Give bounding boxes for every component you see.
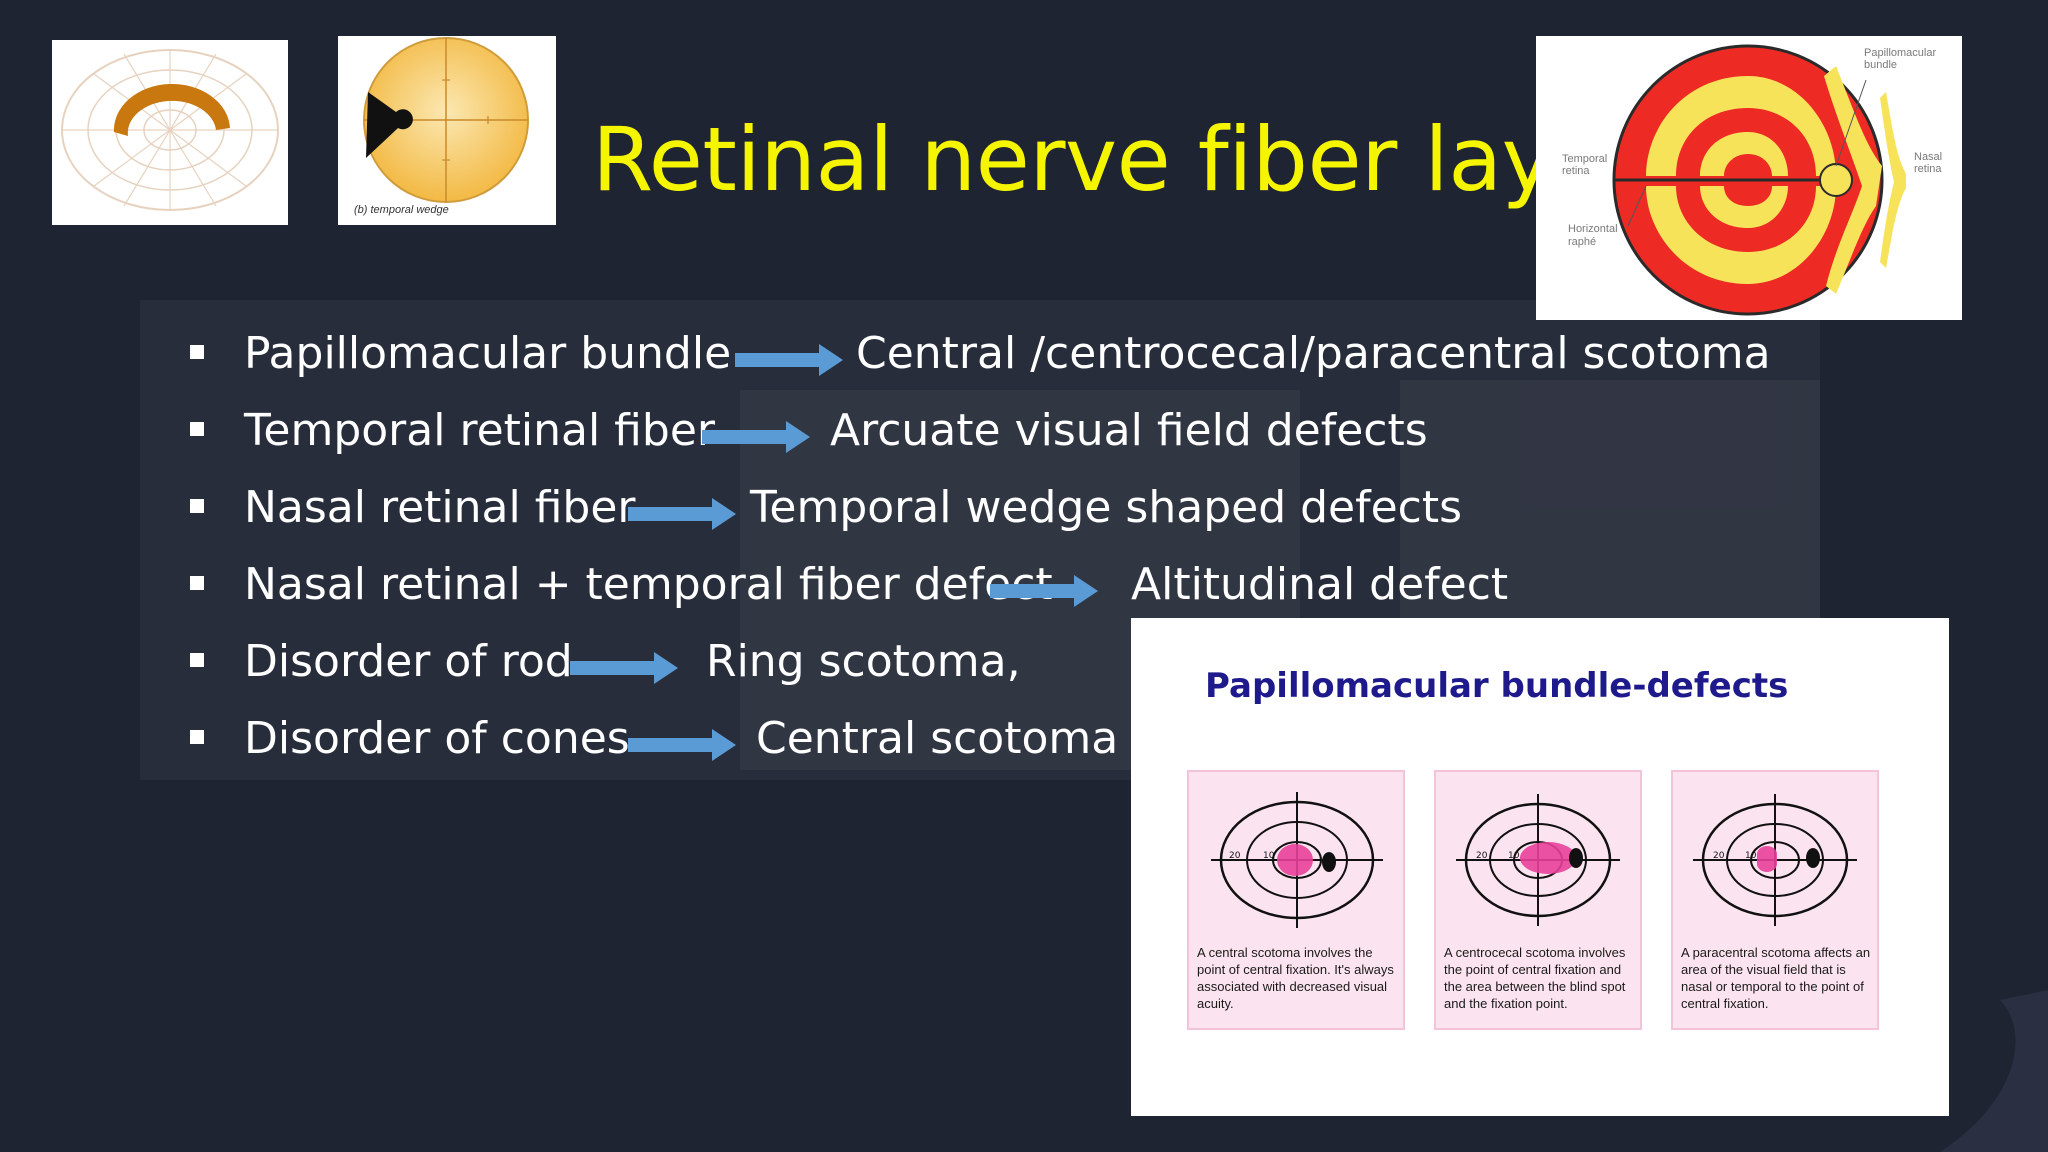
bullet-marker — [190, 576, 204, 590]
bullet-left-text: Disorder of cones — [244, 713, 630, 764]
bullet-left-text: Temporal retinal fiber — [244, 405, 715, 456]
bullet-left-text: Nasal retinal fiber — [244, 482, 636, 533]
papillomacular-label-2: bundle — [1864, 59, 1897, 71]
bullet-marker — [190, 422, 204, 436]
visual-field-chart: 20 10 — [1456, 794, 1620, 926]
scale-label: 20 — [1229, 851, 1241, 861]
bullet-right-text: Altitudinal defect — [1131, 559, 1509, 610]
bullet-marker — [190, 345, 204, 359]
scale-label: 10 — [1745, 851, 1757, 861]
arrow-icon — [628, 729, 736, 761]
bullet-right-text: Arcuate visual field defects — [830, 405, 1428, 456]
papillomacular-label-1: Papillomacular — [1864, 47, 1936, 59]
centrocecal-scotoma-card: 20 10 A centrocecal scotoma involves the… — [1434, 770, 1642, 1030]
central-scotoma-card: 20 10 A central scotoma involves the poi… — [1187, 770, 1405, 1030]
arrow-icon — [570, 652, 678, 684]
decorative-swoosh — [1940, 990, 2048, 1152]
nasal-retina-label-2: retina — [1914, 163, 1942, 175]
temporal-retina-label-1: Temporal — [1562, 153, 1607, 165]
bullet-right-text: Central scotoma — [756, 713, 1119, 764]
visual-field-chart: 20 10 — [1211, 792, 1383, 928]
retina-fiber-diagram: Papillomacular bundle Temporal retina Na… — [1536, 36, 1962, 320]
arrow-icon — [735, 344, 843, 376]
card-caption: A paracentral scotoma affects an area of… — [1681, 945, 1871, 1011]
bullet-right-text: Ring scotoma, — [706, 636, 1021, 687]
paracentral-scotoma-card: 20 10 A paracentral scotoma affects an a… — [1671, 770, 1879, 1030]
arcuate-defect-thumbnail — [52, 40, 288, 225]
temporal-wedge-caption: (b) temporal wedge — [354, 204, 449, 216]
bullet-marker — [190, 653, 204, 667]
nasal-retina-label-1: Nasal — [1914, 151, 1942, 163]
slide-title: Retinal nerve fiber layer — [592, 108, 1643, 211]
arrow-icon — [628, 498, 736, 530]
visual-field-chart: 20 10 — [1693, 794, 1857, 926]
scale-label: 10 — [1263, 851, 1275, 861]
bullet-right-text: Temporal wedge shaped defects — [750, 482, 1463, 533]
scale-label: 20 — [1713, 851, 1725, 861]
arrow-icon — [702, 421, 810, 453]
bullet-left-text: Nasal retinal + temporal fiber defect — [244, 559, 1053, 610]
card-caption: A central scotoma involves the point of … — [1197, 945, 1394, 1011]
horizontal-raphe-label-2: raphé — [1568, 236, 1596, 248]
horizontal-raphe-label-1: Horizontal — [1568, 223, 1618, 235]
temporal-wedge-thumbnail: (b) temporal wedge — [338, 36, 556, 225]
arrow-icon — [990, 575, 1098, 607]
card-caption: A centrocecal scotoma involves the point… — [1444, 945, 1626, 1011]
bullet-right-text: Central /centrocecal/paracentral scotoma — [856, 328, 1771, 379]
bullet-left-text: Disorder of rod — [244, 636, 573, 687]
scale-label: 20 — [1476, 851, 1488, 861]
bullet-left-text: Papillomacular bundle — [244, 328, 732, 379]
bullet-marker — [190, 730, 204, 744]
bullet-marker — [190, 499, 204, 513]
panel-title: Papillomacular bundle-defects — [1205, 666, 1789, 706]
temporal-retina-label-2: retina — [1562, 165, 1590, 177]
papillomacular-defects-panel: Papillomacular bundle-defects 20 10 A ce… — [1131, 618, 1949, 1116]
scale-label: 10 — [1508, 851, 1520, 861]
